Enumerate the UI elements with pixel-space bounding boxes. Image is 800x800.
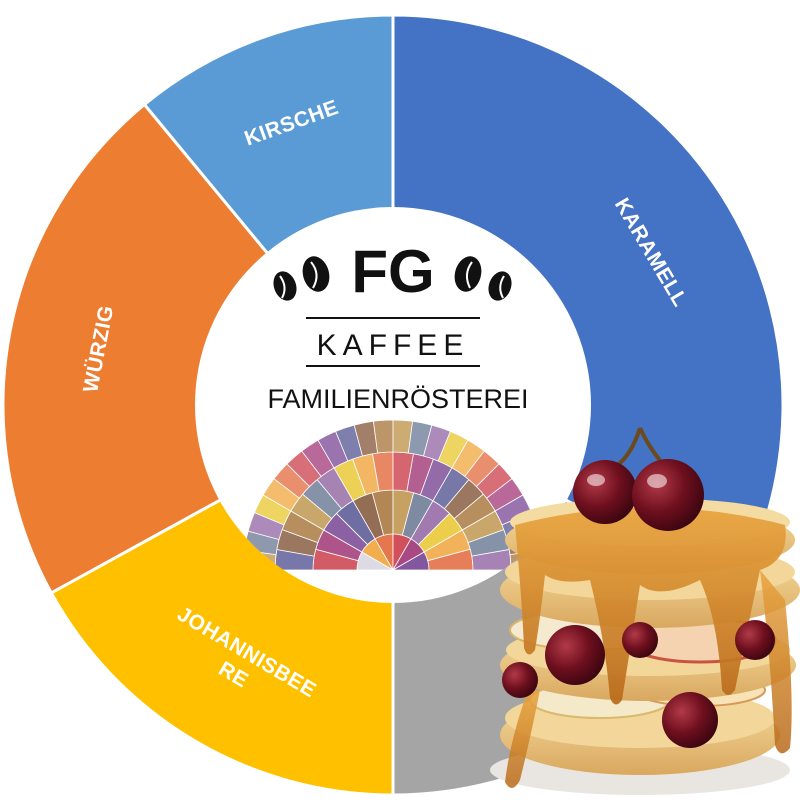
coffee-flavor-wheel-image: [242, 419, 544, 572]
bean-creases: [279, 261, 505, 299]
logo-disc: FG KAFFEE FAMILIENRÖSTEREI: [195, 207, 591, 603]
logo-monogram: FG: [351, 238, 434, 305]
logo-word: KAFFEE: [317, 329, 470, 362]
pancake-stack-image: [490, 427, 800, 795]
logo-subtitle: FAMILIENRÖSTEREI: [267, 384, 528, 414]
